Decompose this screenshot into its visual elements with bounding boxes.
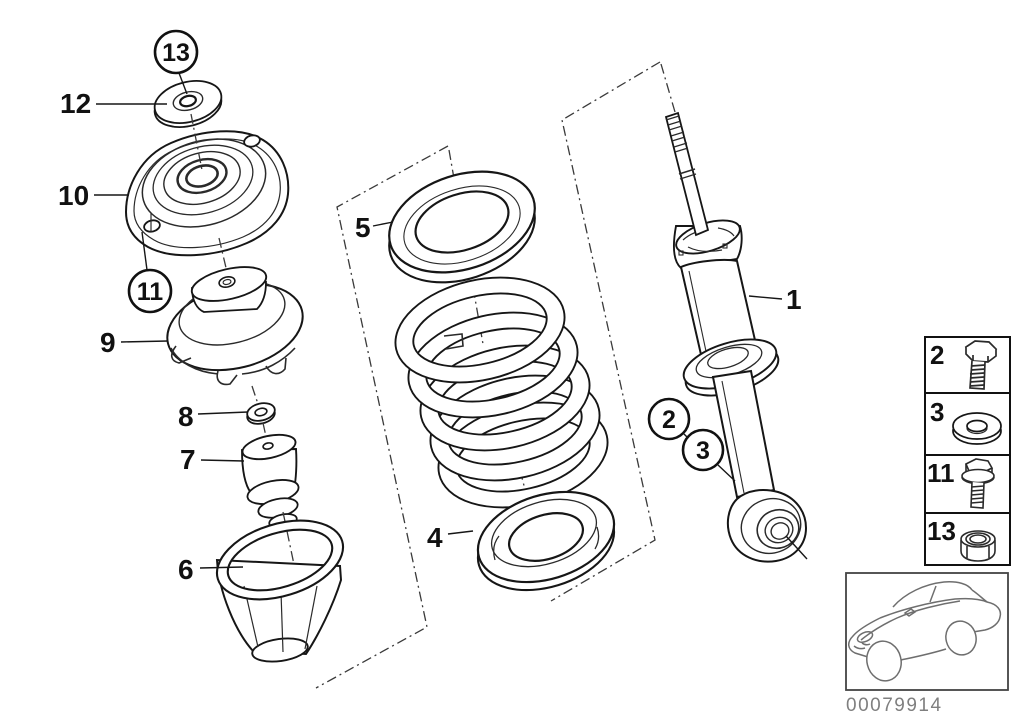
callout-2-label[interactable]: 2 bbox=[662, 406, 676, 434]
callout-12[interactable]: 12 bbox=[60, 88, 91, 119]
legend-ref-13[interactable]: 13 bbox=[927, 516, 956, 546]
callout-11-label[interactable]: 11 bbox=[137, 278, 164, 306]
part-5-upper-spring-pad-drawing bbox=[388, 170, 536, 284]
callout-2[interactable]: 2 bbox=[647, 397, 691, 441]
hex-bolt-icon bbox=[964, 340, 998, 390]
callout-13[interactable]: 13 bbox=[153, 29, 199, 75]
callout-7[interactable]: 7 bbox=[180, 444, 196, 475]
rod-threads bbox=[665, 115, 689, 153]
part-9-support-cup-drawing bbox=[166, 266, 304, 386]
legend-ref-2[interactable]: 2 bbox=[930, 340, 944, 370]
callout-7-label[interactable]: 7 bbox=[180, 444, 196, 475]
part-7-bump-stop-drawing bbox=[241, 433, 300, 529]
axis-segment bbox=[218, 237, 228, 273]
lock-nut-icon bbox=[960, 530, 996, 562]
car-icon bbox=[848, 581, 1002, 682]
callout-6[interactable]: 6 bbox=[178, 554, 194, 585]
callout-10[interactable]: 10 bbox=[58, 180, 89, 211]
coil-spring-drawing bbox=[394, 276, 609, 509]
callout-10-label[interactable]: 10 bbox=[58, 180, 89, 211]
legend-row-2[interactable]: 2 bbox=[930, 340, 998, 390]
part-1-shock-absorber-drawing bbox=[664, 111, 808, 563]
vehicle-thumbnail bbox=[845, 572, 1009, 691]
callout-9-label[interactable]: 9 bbox=[100, 327, 116, 358]
legend-row-11[interactable]: 11 bbox=[927, 458, 995, 509]
callout-11[interactable]: 11 bbox=[127, 268, 173, 314]
flange-bolt-icon bbox=[961, 458, 995, 509]
callout-5-label[interactable]: 5 bbox=[355, 212, 371, 243]
drawing-number: 00079914 bbox=[846, 695, 943, 716]
callout-1-label[interactable]: 1 bbox=[786, 284, 802, 315]
callout-1[interactable]: 1 bbox=[786, 284, 802, 315]
legend-ref-11[interactable]: 11 bbox=[927, 458, 955, 488]
axis-segment bbox=[190, 113, 203, 171]
callout-5[interactable]: 5 bbox=[355, 212, 371, 243]
part-4-lower-spring-pad-drawing bbox=[476, 490, 616, 592]
group-outline-spring-assembly bbox=[315, 145, 449, 689]
legend-row-13[interactable]: 13 bbox=[927, 516, 996, 562]
washer-icon bbox=[952, 412, 1002, 445]
legend-row-3[interactable]: 3 bbox=[930, 397, 1002, 445]
callout-4-label[interactable]: 4 bbox=[427, 522, 443, 553]
part-6-boot-cup-drawing bbox=[215, 519, 345, 663]
callout-3[interactable]: 3 bbox=[681, 428, 725, 472]
eye-axis-line bbox=[785, 535, 808, 560]
callout-3-label[interactable]: 3 bbox=[696, 437, 710, 465]
callout-9[interactable]: 9 bbox=[100, 327, 116, 358]
fastener-legend-table: 2 3 11 bbox=[924, 336, 1011, 566]
axis-segment bbox=[251, 385, 259, 405]
callout-13-label[interactable]: 13 bbox=[162, 39, 190, 67]
part-8-washer-drawing bbox=[246, 402, 276, 425]
part-10-support-mount-drawing bbox=[124, 130, 290, 257]
callout-8[interactable]: 8 bbox=[178, 401, 194, 432]
group-outline-shock-assembly bbox=[550, 61, 661, 602]
legend-ref-3[interactable]: 3 bbox=[930, 397, 944, 427]
callout-4[interactable]: 4 bbox=[427, 522, 443, 553]
callout-6-label[interactable]: 6 bbox=[178, 554, 194, 585]
callout-12-label[interactable]: 12 bbox=[60, 88, 91, 119]
callout-8-label[interactable]: 8 bbox=[178, 401, 194, 432]
part-12-washer-drawing bbox=[153, 80, 223, 128]
